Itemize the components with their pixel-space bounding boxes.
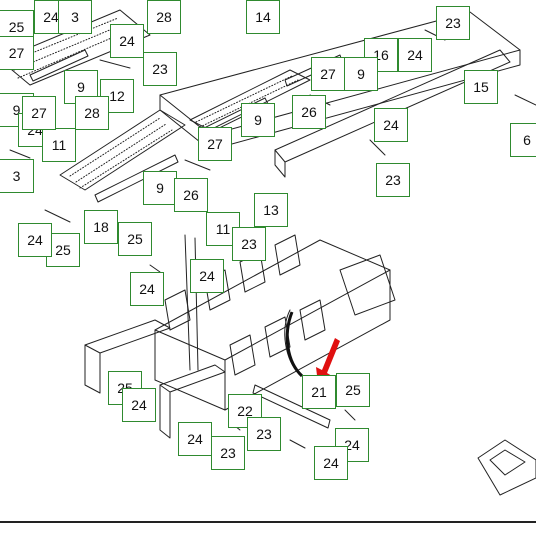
end-plate-front bbox=[159, 364, 226, 393]
red-pointer-arrow bbox=[316, 338, 340, 384]
part-callout-18[interactable]: 18 bbox=[84, 210, 118, 244]
part-callout-27[interactable]: 27 bbox=[311, 57, 345, 91]
part-callout-24[interactable]: 24 bbox=[130, 272, 164, 306]
part-callout-25[interactable]: 25 bbox=[336, 373, 370, 407]
part-callout-24[interactable]: 24 bbox=[18, 223, 52, 257]
part-callout-11[interactable]: 11 bbox=[42, 128, 76, 162]
part-callout-24[interactable]: 24 bbox=[398, 38, 432, 72]
part-callout-16[interactable]: 16 bbox=[364, 38, 398, 72]
footer-area bbox=[0, 523, 536, 552]
part-callout-6[interactable]: 6 bbox=[510, 123, 536, 157]
end-plate-left bbox=[84, 319, 171, 354]
part-callout-25[interactable]: 25 bbox=[118, 222, 152, 256]
part-callout-24[interactable]: 24 bbox=[314, 446, 348, 480]
part-callout-13[interactable]: 13 bbox=[254, 193, 288, 227]
part-callout-24[interactable]: 24 bbox=[110, 24, 144, 58]
part-callout-9[interactable]: 9 bbox=[241, 103, 275, 137]
frame-top bbox=[154, 239, 391, 361]
part-callout-28[interactable]: 28 bbox=[147, 0, 181, 34]
part-callout-27[interactable]: 27 bbox=[22, 96, 56, 130]
right-rail bbox=[274, 49, 511, 163]
part-callout-24[interactable]: 24 bbox=[190, 259, 224, 293]
part-callout-23[interactable]: 23 bbox=[211, 436, 245, 470]
strap-9d bbox=[29, 49, 89, 82]
part-callout-26[interactable]: 26 bbox=[292, 95, 326, 129]
part-callout-3[interactable]: 3 bbox=[58, 0, 92, 34]
part-callout-15[interactable]: 15 bbox=[464, 70, 498, 104]
part-callout-24[interactable]: 24 bbox=[178, 422, 212, 456]
part-callout-24[interactable]: 24 bbox=[122, 388, 156, 422]
part-callout-3[interactable]: 3 bbox=[0, 159, 34, 193]
hose-line bbox=[285, 311, 304, 378]
part-callout-23[interactable]: 23 bbox=[232, 227, 266, 261]
strap-9a bbox=[94, 154, 179, 203]
part-callout-23[interactable]: 23 bbox=[436, 6, 470, 40]
part-callout-28[interactable]: 28 bbox=[75, 96, 109, 130]
direction-arrow bbox=[477, 439, 536, 496]
perforated-guard-middle bbox=[59, 109, 186, 191]
part-callout-27[interactable]: 27 bbox=[0, 36, 34, 70]
part-callout-24[interactable]: 24 bbox=[374, 108, 408, 142]
part-callout-23[interactable]: 23 bbox=[376, 163, 410, 197]
part-callout-9[interactable]: 9 bbox=[344, 57, 378, 91]
part-callout-14[interactable]: 14 bbox=[246, 0, 280, 34]
part-callout-23[interactable]: 23 bbox=[143, 52, 177, 86]
part-callout-9[interactable]: 9 bbox=[143, 171, 177, 205]
footer-divider bbox=[0, 521, 536, 523]
perforated-guard-top bbox=[189, 69, 311, 131]
part-callout-27[interactable]: 27 bbox=[198, 127, 232, 161]
part-callout-26[interactable]: 26 bbox=[174, 178, 208, 212]
part-callout-21[interactable]: 21 bbox=[302, 375, 336, 409]
part-callout-23[interactable]: 23 bbox=[247, 417, 281, 451]
